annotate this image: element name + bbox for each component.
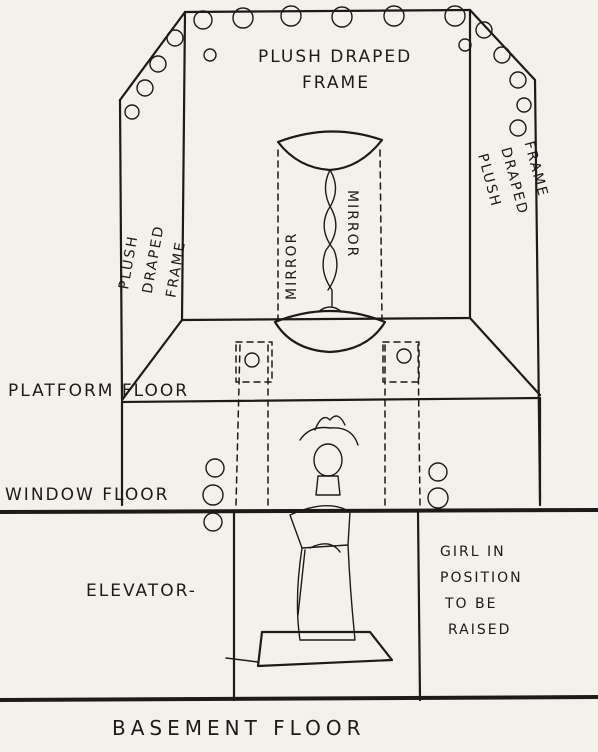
swag-icon: [516, 97, 532, 113]
top-bowl: [276, 130, 384, 172]
drapery-knot-icon: [205, 458, 225, 478]
frame-top-left-edge: [118, 10, 187, 102]
swag-icon: [136, 79, 154, 97]
elevator-label: ELEVATOR-: [86, 581, 197, 601]
swag-icon: [149, 55, 167, 73]
shaft-right-wall: [416, 510, 422, 702]
drapery-knot-icon: [427, 487, 449, 509]
swag-icon: [331, 6, 353, 28]
swag-icon: [475, 21, 493, 39]
swag-icon: [509, 71, 527, 89]
platform-opening-left: [235, 341, 273, 383]
twisted-stem: [322, 169, 337, 307]
swag-icon: [124, 104, 140, 120]
platform-opening-right: [382, 341, 420, 383]
elevator-lever: [225, 657, 259, 663]
drapery-knot-icon: [202, 484, 224, 506]
platform: [120, 316, 542, 404]
girl-arm: [309, 543, 341, 553]
basement-floor-line: [0, 695, 598, 702]
tassel-icon: [203, 48, 217, 62]
girl-feather: [314, 415, 346, 431]
drapery-knot-icon: [203, 512, 223, 532]
girl-figure: [289, 415, 359, 641]
swag-icon: [383, 5, 405, 27]
swag-icon: [232, 7, 254, 29]
girl-head: [313, 443, 343, 477]
swag-icon: [493, 46, 511, 64]
window-floor-label: WINDOW FLOOR: [5, 485, 169, 505]
bowl-base: [317, 306, 343, 313]
elevator-platform: [256, 630, 394, 668]
swag-icon: [509, 119, 527, 137]
pulley-icon: [244, 352, 260, 368]
girl-torso: [289, 504, 351, 549]
basement-floor-label: BASEMENT FLOOR: [112, 716, 365, 740]
bottom-bowl: [273, 309, 387, 354]
mirror-right-line: [379, 149, 383, 321]
elevator-shaft: [225, 510, 422, 702]
drapery-swags: [124, 5, 532, 137]
girl-label-line4: RAISED: [448, 622, 511, 638]
swag-icon: [166, 29, 184, 47]
girl-label-line2: POSITION: [440, 570, 523, 586]
frame-top-back-edge: [183, 8, 472, 14]
window-box: [120, 396, 542, 532]
mirror-assembly: [273, 130, 387, 354]
girl-umbrella: [297, 549, 306, 616]
girl-label-line3: TO BE: [444, 596, 497, 612]
mirror-right-label: MIRROR: [344, 190, 360, 258]
top-frame-label-line1: PLUSH DRAPED: [258, 47, 412, 67]
left-frame-label-2: DRAPED: [140, 224, 168, 295]
girl-neck: [315, 475, 341, 496]
swag-icon: [193, 10, 213, 30]
tassel-icon: [458, 38, 472, 52]
platform-left-edge: [120, 318, 184, 402]
girl-skirt: [296, 544, 356, 641]
platform-floor-label: PLATFORM FLOOR: [8, 381, 189, 401]
top-frame-label-line2: FRAME: [302, 73, 370, 93]
platform-back-edge: [180, 316, 472, 322]
frame-back-left-post: [180, 10, 187, 322]
frame-front-left-post: [118, 98, 124, 402]
girl-hat: [299, 426, 359, 446]
frame-top-right-edge: [468, 8, 537, 82]
twisted-stem-2: [323, 169, 338, 291]
platform-right-edge: [468, 316, 542, 397]
guide-line: [417, 344, 421, 506]
guide-lines: [235, 344, 421, 506]
pulley-icon: [396, 348, 412, 364]
platform-front-edge: [120, 396, 542, 404]
swag-icon: [280, 5, 302, 27]
plush-draped-frame: [118, 8, 542, 502]
girl-label-line1: GIRL IN: [440, 544, 506, 560]
swag-icon: [444, 5, 466, 27]
drapery-knot-icon: [428, 462, 448, 482]
mirror-left-label: MIRROR: [284, 232, 300, 300]
guide-line: [235, 344, 241, 506]
right-frame-label-1: PLUSH: [474, 152, 504, 209]
left-frame-label-3: FRAME: [163, 239, 189, 299]
left-frame-label: PLUSH DRAPED FRAME: [116, 224, 189, 299]
right-frame-label: PLUSH DRAPED FRAME: [474, 139, 551, 217]
